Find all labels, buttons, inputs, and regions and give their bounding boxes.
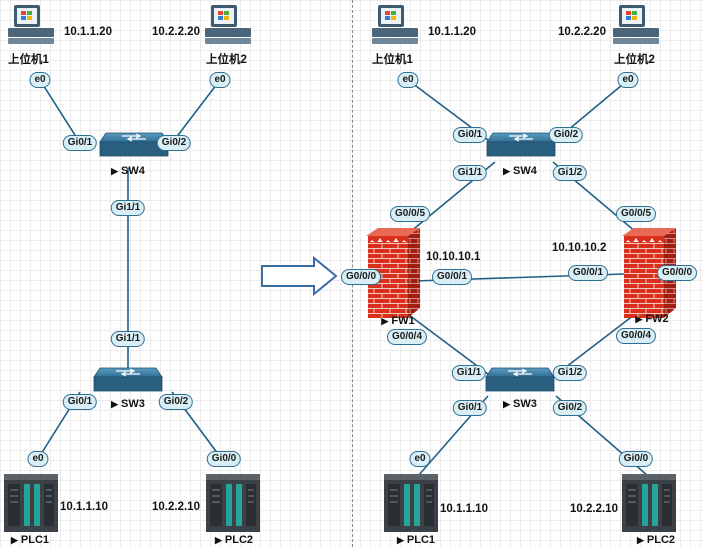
right-sw4-port-gi11: Gi1/1	[452, 165, 488, 181]
right-sw3-port-gi01: Gi0/1	[452, 400, 488, 416]
right-fw1-port-g000: G0/0/0	[340, 269, 382, 285]
right-sw4-port-gi01: Gi0/1	[452, 127, 488, 143]
right-fw2-port-g001: G0/0/1	[567, 265, 609, 281]
left-plc1-name: ▶PLC1	[10, 534, 50, 546]
left-sw4-port-gi11: Gi1/1	[110, 200, 146, 216]
right-sw3-name: ▶SW3	[503, 398, 537, 410]
left-sw3-switch-icon	[93, 367, 163, 392]
right-sw4-switch-icon	[486, 132, 556, 157]
left-sw3-port-gi01: Gi0/1	[62, 394, 98, 410]
right-pc1-label: 上位机1	[372, 54, 413, 66]
right-fw1-port-g004: G0/0/4	[386, 329, 428, 345]
left-pc2-label: 上位机2	[206, 54, 247, 66]
left-plc1-port-e0: e0	[27, 451, 49, 467]
right-sw3-switch-icon	[485, 367, 555, 392]
left-pc1-icon	[8, 5, 54, 44]
left-sw4-port-gi02: Gi0/2	[156, 135, 192, 151]
right-sw4-port-gi02: Gi0/2	[548, 127, 584, 143]
right-pc2-ip: 10.2.2.20	[558, 26, 606, 38]
right-fw1-ip: 10.10.10.1	[426, 251, 481, 263]
left-pc2-port-e0: e0	[209, 72, 231, 88]
left-plc2-name: ▶PLC2	[214, 534, 254, 546]
right-fw1-name: ▶FW1	[381, 315, 415, 327]
right-plc2-name: ▶PLC2	[636, 534, 676, 546]
right-pc1-port-e0: e0	[397, 72, 419, 88]
right-fw2-port-g000: G0/0/0	[656, 265, 698, 281]
left-plc1-ip: 10.1.1.10	[60, 501, 108, 513]
left-plc2-ip: 10.2.2.10	[152, 501, 200, 513]
right-plc1-name: ▶PLC1	[396, 534, 436, 546]
right-fw1-port-g005: G0/0/5	[389, 206, 431, 222]
right-pc2-label: 上位机2	[614, 54, 655, 66]
fw1-firewall-icon	[366, 228, 420, 318]
right-fw2-name: ▶FW2	[635, 313, 669, 325]
right-plc1-ip: 10.1.1.10	[440, 503, 488, 515]
right-plc2-port-gi00: Gi0/0	[618, 451, 654, 467]
right-sw3-port-gi11: Gi1/1	[451, 365, 487, 381]
left-pc1-label: 上位机1	[8, 54, 49, 66]
left-plc2-port-gi00: Gi0/0	[206, 451, 242, 467]
left-sw4-switch-icon	[99, 132, 169, 157]
right-fw2-port-g005: G0/0/5	[615, 206, 657, 222]
left-sw3-port-gi02: Gi0/2	[158, 394, 194, 410]
right-arrow-icon	[261, 255, 338, 297]
right-pc2-port-e0: e0	[617, 72, 639, 88]
left-pc1-ip: 10.1.1.20	[64, 26, 112, 38]
left-pc1-port-e0: e0	[29, 72, 51, 88]
left-pc2-ip: 10.2.2.20	[152, 26, 200, 38]
left-sw4-port-gi01: Gi0/1	[62, 135, 98, 151]
right-sw3-port-gi02: Gi0/2	[552, 400, 588, 416]
left-pc2-icon	[205, 5, 251, 44]
right-fw2-ip: 10.10.10.2	[552, 242, 607, 254]
right-plc1-port-e0: e0	[409, 451, 431, 467]
left-sw3-port-gi11: Gi1/1	[110, 331, 146, 347]
left-sw4-name: ▶SW4	[111, 165, 145, 177]
right-plc1-icon	[384, 474, 438, 532]
right-fw2-port-g004: G0/0/4	[615, 328, 657, 344]
right-fw1-port-g001: G0/0/1	[431, 269, 473, 285]
right-pc1-icon	[372, 5, 418, 44]
right-sw4-name: ▶SW4	[503, 165, 537, 177]
right-pc1-ip: 10.1.1.20	[428, 26, 476, 38]
right-sw3-port-gi12: Gi1/2	[552, 365, 588, 381]
right-pc2-icon	[613, 5, 659, 44]
left-plc2-icon	[206, 474, 260, 532]
left-sw3-name: ▶SW3	[111, 398, 145, 410]
left-plc1-icon	[4, 474, 58, 532]
right-plc2-ip: 10.2.2.10	[570, 503, 618, 515]
right-sw4-port-gi12: Gi1/2	[552, 165, 588, 181]
link-left-pc1-sw4	[39, 79, 81, 144]
right-plc2-icon	[622, 474, 676, 532]
link-left-pc2-sw4	[171, 79, 221, 144]
